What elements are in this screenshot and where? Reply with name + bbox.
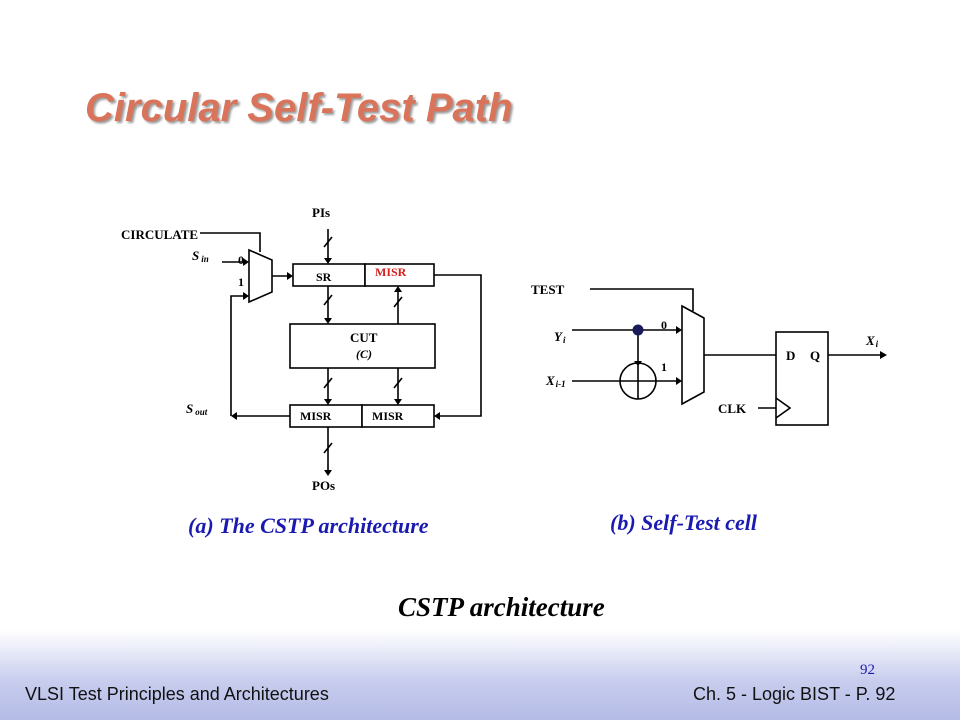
xi-label: Xi	[865, 333, 879, 349]
page-marker: 92	[860, 662, 875, 678]
misr-bottom-left-label: MISR	[300, 409, 332, 423]
mux-b-in1-label: 1	[661, 360, 667, 374]
pis-label: PIs	[312, 205, 330, 220]
loop-left-wire	[230, 295, 245, 416]
circulate-label: CIRCULATE	[121, 227, 198, 242]
loop-right-wire	[434, 274, 482, 417]
test-wire	[590, 288, 694, 311]
cut-block	[289, 323, 436, 369]
caption-a: (a) The CSTP architecture	[188, 513, 429, 538]
mux-b-in0-label: 0	[661, 318, 667, 332]
d-flip-flop	[775, 331, 829, 426]
test-label: TEST	[531, 282, 565, 297]
footer-page-ref: Ch. 5 - Logic BIST - P. 92	[693, 684, 896, 704]
ff-d-label: D	[786, 348, 795, 363]
cut-label: CUT	[350, 330, 378, 345]
junction-dot	[632, 324, 644, 336]
cut-sub-label: (C)	[356, 347, 372, 361]
pos-label: POs	[312, 478, 335, 493]
slide-title: Circular Self-Test Path	[85, 86, 513, 130]
ff-q-label: Q	[810, 348, 820, 363]
misr-top-label: MISR	[375, 265, 407, 279]
yi-label: Yi	[554, 329, 566, 345]
clock-triangle-icon	[775, 397, 792, 419]
clk-label: CLK	[718, 401, 747, 416]
input-mux-a	[248, 248, 273, 304]
caption-b: (b) Self-Test cell	[610, 510, 758, 535]
slide-subtitle: CSTP architecture	[398, 592, 605, 622]
sr-label: SR	[316, 270, 332, 284]
circulate-wire	[200, 232, 261, 252]
mux-a-in1-label: 1	[238, 275, 244, 289]
misr-bottom-right-label: MISR	[372, 409, 404, 423]
self-test-mux	[681, 304, 705, 406]
footer-band	[0, 630, 960, 720]
pis-bus-slash	[323, 236, 333, 248]
mux-a-in0-label: 0	[238, 253, 244, 267]
footer-course-title: VLSI Test Principles and Architectures	[25, 684, 329, 704]
xim1-label: Xi-1	[545, 373, 566, 389]
